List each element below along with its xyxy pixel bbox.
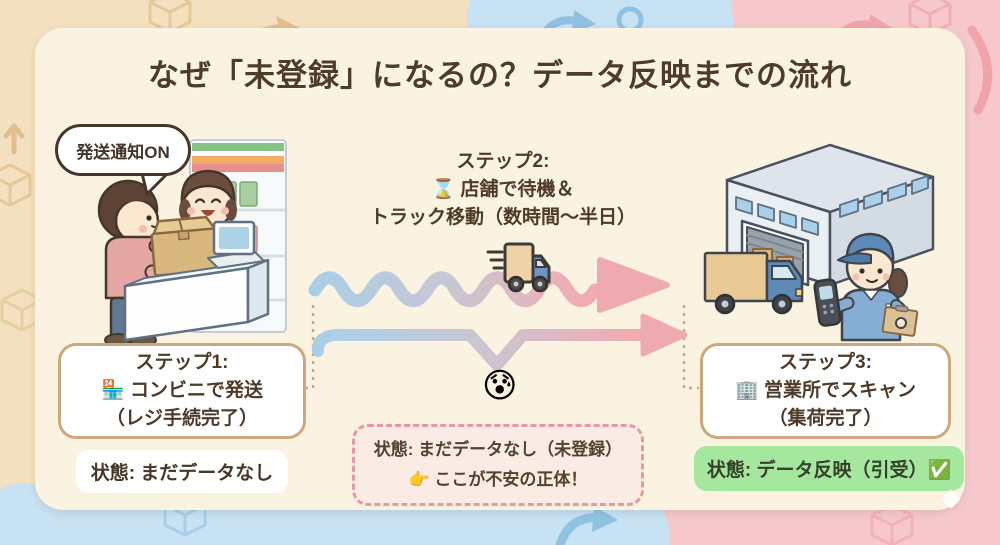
step2-line3: トラック移動（数時間〜半日） <box>369 207 636 228</box>
step1-line3: （レジ手続完了） <box>105 408 258 429</box>
main-card: なぜ「未登録」になるの？データ反映までの流れ <box>35 28 965 510</box>
step3-line3: （集荷完了） <box>768 408 883 429</box>
convenience-store-illustration <box>97 139 287 347</box>
delivery-truck-icon <box>486 242 551 293</box>
step2-line1: ステップ2: <box>456 151 550 172</box>
step2-label: ステップ2: ⌛ 店舗で待機＆ トラック移動（数時間〜半日） <box>308 148 698 232</box>
status1-badge: 状態: まだデータなし <box>76 450 288 493</box>
flow-arrows <box>299 257 699 390</box>
step1-line2: 🏪 コンビニで発送 <box>101 380 263 401</box>
step2-line2: ⌛ 店舗で待機＆ <box>431 179 575 200</box>
warehouse-illustration <box>703 143 935 342</box>
page-title: なぜ「未登録」になるの？データ反映までの流れ <box>148 58 852 93</box>
step1-line1: ステップ1: <box>135 352 229 373</box>
step3-line2: 🏢 営業所でスキャン <box>735 380 916 401</box>
warning-line2: 👉 ここが不安の正体！ <box>408 470 588 489</box>
step3-box: ステップ3: 🏢 営業所でスキャン （集荷完了） <box>700 343 951 439</box>
step1-box: ステップ1: 🏪 コンビニで発送 （レジ手続完了） <box>58 343 306 439</box>
warning-line1: 状態: まだデータなし（未登録） <box>373 440 623 459</box>
speech-bubble-label: 発送通知ON <box>76 142 170 162</box>
anxious-face-emoji: 😰 <box>482 367 518 405</box>
speech-bubble: 発送通知ON <box>55 124 191 176</box>
unregistered-warning-box: 状態: まだデータなし（未登録） 👉 ここが不安の正体！ <box>352 424 644 506</box>
status3-badge: 状態: データ反映（引受）✅ <box>694 446 964 491</box>
step3-line1: ステップ3: <box>779 352 872 373</box>
